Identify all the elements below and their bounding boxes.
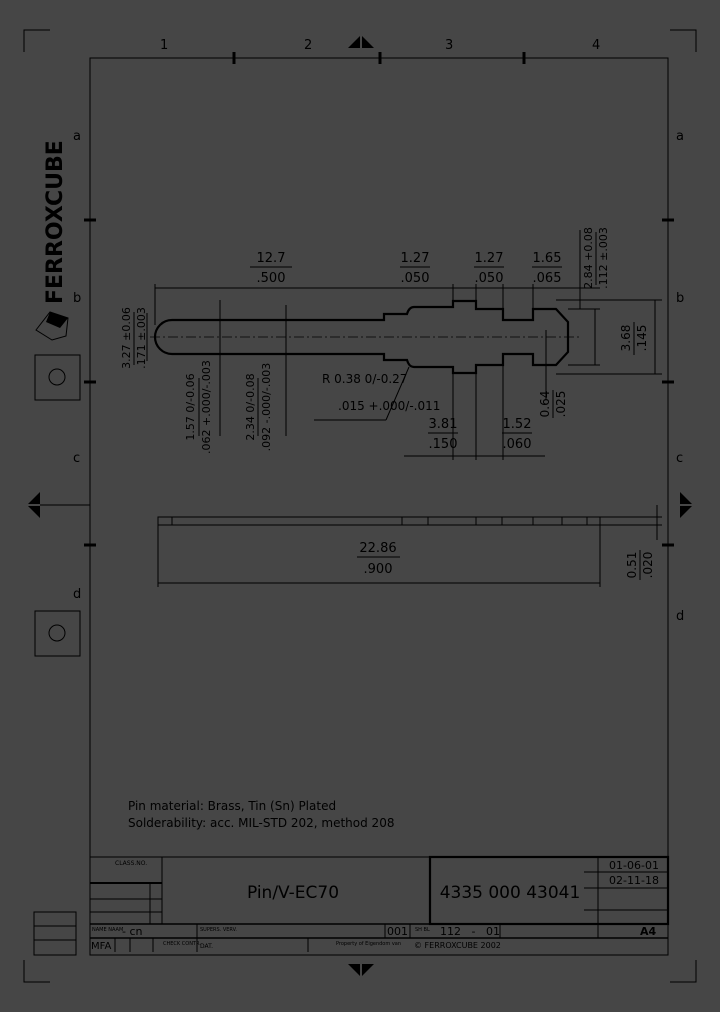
dim-1-27-mm: 1.27: [475, 251, 504, 266]
pin-outline: [153, 299, 570, 375]
dim-3-81-mm: 3.81: [429, 417, 458, 432]
dim-1-52-in: .060: [503, 437, 532, 452]
ferroxcube-logo-icon: [35, 311, 69, 341]
centering-arrows: [28, 36, 692, 976]
dim-2-84-mm: 2.84 +0.08: [582, 227, 595, 289]
sheet-label: SH BL: [415, 927, 430, 933]
dim-0-64-in: .025: [554, 391, 568, 418]
dim-1-57-mm: 1.57 0/-0.06: [184, 373, 197, 440]
row-label: d: [73, 587, 81, 602]
column-label: 4: [592, 38, 600, 53]
dim-0-64-mm: 0.64: [538, 391, 552, 418]
dim-1-27-in: .050: [401, 271, 430, 286]
dim-3-68-in: .145: [635, 325, 649, 352]
dim-12-7-in: .500: [257, 271, 286, 286]
dim-3-27-in: .171 ±.003: [135, 307, 148, 369]
pin-side-view: [157, 516, 601, 526]
date-issued: 01-06-01: [609, 859, 659, 872]
paper-format: A4: [640, 925, 657, 938]
sheet-number: 001: [387, 925, 408, 938]
dim-2-34-mm: 2.34 0/-0.08: [244, 373, 257, 440]
column-label: 2: [304, 38, 312, 53]
drawing-code: 112 - 01: [440, 925, 500, 938]
dim-22-86-in: .900: [364, 562, 393, 577]
section-symbol-icon: [34, 354, 81, 401]
date-label: DAT.: [200, 943, 213, 950]
dim-1-65-mm: 1.65: [533, 251, 562, 266]
name-label: NAME NAAM: [92, 927, 123, 933]
drawing-title: Pin/V-EC70: [247, 883, 339, 903]
note-material: Pin material: Brass, Tin (Sn) Plated: [128, 799, 336, 813]
dim-12-7-mm: 12.7: [257, 251, 286, 266]
dim-1-57-in: .062 +.000/-.003: [200, 360, 213, 454]
row-label: c: [676, 451, 683, 466]
copyright: © FERROXCUBE 2002: [414, 941, 501, 950]
dim-radius-mm: R 0.38 0/-0.27: [322, 372, 407, 386]
row-label: c: [73, 451, 80, 466]
dim-3-68-mm: 3.68: [619, 325, 633, 352]
class-no-label: CLASS.NO.: [115, 860, 147, 867]
dim-1-52-mm: 1.52: [503, 417, 532, 432]
dim-2-34-in: .092 -.000/-.003: [260, 363, 273, 452]
check-label: CHECK CONTR.: [163, 941, 201, 947]
zone-ticks: [84, 52, 674, 547]
column-label: 3: [445, 38, 453, 53]
date-revised: 02-11-18: [609, 874, 659, 887]
title-block-lines: [33, 855, 670, 956]
note-solderability: Solderability: acc. MIL-STD 202, method …: [128, 816, 394, 830]
dim-radius-in: .015 +.000/-.011: [338, 399, 440, 413]
fraction-bars: [133, 232, 641, 580]
row-label: d: [676, 609, 684, 624]
corner-marks: [23, 29, 697, 983]
dim-1-27-mm: 1.27: [401, 251, 430, 266]
dim-2-84-in: .112 ±.003: [597, 227, 610, 289]
section-symbol-icon: [34, 610, 81, 657]
ferroxcube-logo-text: FERROXCUBE: [43, 140, 68, 304]
dim-1-27-in: .050: [475, 271, 504, 286]
dim-22-86-mm: 22.86: [359, 541, 396, 556]
dim-1-65-in: .065: [533, 271, 562, 286]
row-label: a: [676, 129, 684, 144]
dim-0-51-in: .020: [641, 552, 655, 579]
dim-3-27-mm: 3.27 ±0.06: [120, 307, 133, 369]
row-label: a: [73, 129, 81, 144]
name-value: - cn: [122, 925, 143, 938]
dim-3-81-in: .150: [429, 437, 458, 452]
column-label: 1: [160, 38, 168, 53]
row-label: b: [676, 291, 684, 306]
property-label: Property of Eigendom van: [336, 941, 401, 947]
row-label: b: [73, 291, 81, 306]
supers-label: SUPERS. VERV.: [200, 927, 237, 933]
dimension-lines: [146, 230, 662, 587]
part-number: 4335 000 43041: [440, 883, 581, 903]
dim-0-51-mm: 0.51: [625, 552, 639, 579]
initials: MFA: [91, 941, 111, 952]
